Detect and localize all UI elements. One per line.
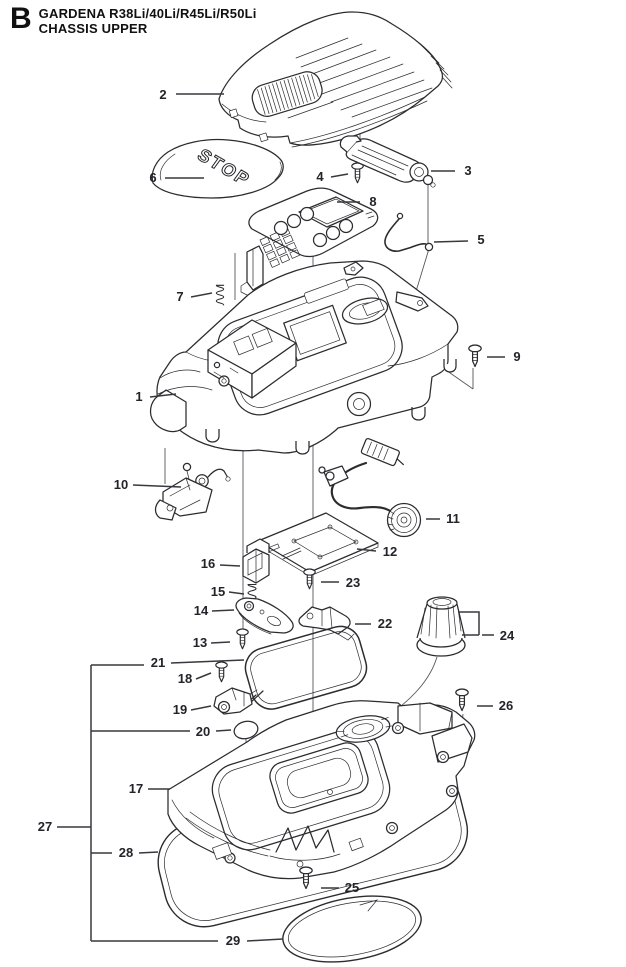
part-19-latch-bracket <box>213 687 258 715</box>
callout-11: 11 <box>426 511 460 526</box>
callout-12: 12 <box>356 544 397 559</box>
callout-28: 28 <box>119 845 159 860</box>
svg-text:27: 27 <box>38 819 52 834</box>
part-17-chassis-lower <box>167 700 476 880</box>
callout-2: 2 <box>159 87 224 102</box>
callout-7: 7 <box>176 289 213 304</box>
callout-3: 3 <box>431 163 472 178</box>
svg-text:6: 6 <box>149 170 156 185</box>
model-title: GARDENA R38Li/40Li/R45Li/R50Li <box>38 6 257 21</box>
callout-23: 23 <box>321 575 360 590</box>
svg-text:13: 13 <box>193 635 207 650</box>
svg-text:15: 15 <box>211 584 225 599</box>
svg-text:21: 21 <box>151 655 165 670</box>
part-3-latch <box>339 135 436 188</box>
part-11-stop-button-cable <box>318 438 422 538</box>
part-23-screw <box>303 568 316 590</box>
callout-22: 22 <box>355 616 392 631</box>
svg-text:16: 16 <box>201 556 215 571</box>
part-7-spring <box>215 284 225 306</box>
callout-10: 10 <box>114 477 182 492</box>
svg-text:9: 9 <box>513 349 520 364</box>
callout-15: 15 <box>211 584 245 599</box>
part-16-latch-block <box>242 538 270 584</box>
callout-16: 16 <box>201 556 241 571</box>
svg-text:10: 10 <box>114 477 128 492</box>
part-14-lever-plate <box>235 597 294 635</box>
svg-text:19: 19 <box>173 702 187 717</box>
part-24-knob <box>416 596 466 657</box>
callout-1: 1 <box>135 389 177 404</box>
svg-text:3: 3 <box>464 163 471 178</box>
page-header: B GARDENA R38Li/40Li/R45Li/R50Li CHASSIS… <box>10 2 257 37</box>
callout-20: 20 <box>196 724 232 739</box>
part-5-spring-wire <box>384 212 434 252</box>
callout-5: 5 <box>433 232 485 247</box>
callout-21: 21 <box>151 655 245 670</box>
callout-8: 8 <box>337 194 377 209</box>
part-9-screw <box>468 344 482 368</box>
callout-26: 26 <box>477 698 513 713</box>
page-title: CHASSIS UPPER <box>38 21 148 36</box>
section-letter: B <box>10 2 32 35</box>
callout-19: 19 <box>173 702 212 717</box>
svg-text:24: 24 <box>500 628 515 643</box>
svg-text:12: 12 <box>383 544 397 559</box>
callout-27: 27 <box>38 819 91 834</box>
svg-text:4: 4 <box>316 169 324 184</box>
callout-18: 18 <box>178 671 212 686</box>
svg-text:20: 20 <box>196 724 210 739</box>
part-12-circuit-board <box>257 512 379 577</box>
callout-29: 29 <box>226 933 284 948</box>
part-6-stop-cover: STOP <box>151 138 284 199</box>
svg-text:18: 18 <box>178 671 192 686</box>
part-21-gasket <box>244 625 368 710</box>
part-20-plug <box>233 720 259 740</box>
svg-text:1: 1 <box>135 389 142 404</box>
callout-14: 14 <box>194 603 235 618</box>
svg-text:26: 26 <box>499 698 513 713</box>
svg-text:17: 17 <box>129 781 143 796</box>
svg-text:14: 14 <box>194 603 209 618</box>
part-29-gasket <box>282 895 422 963</box>
svg-text:8: 8 <box>369 194 376 209</box>
part-1-chassis-upper <box>149 260 459 455</box>
part-4-screw <box>351 162 364 184</box>
header-titles: GARDENA R38Li/40Li/R45Li/R50Li CHASSIS U… <box>39 5 257 36</box>
callout-25: 25 <box>321 880 359 895</box>
part-13-screw <box>236 628 249 650</box>
svg-text:22: 22 <box>378 616 392 631</box>
callout-9: 9 <box>487 349 521 364</box>
part-2-top-cover <box>218 11 453 148</box>
svg-text:5: 5 <box>477 232 484 247</box>
svg-text:2: 2 <box>159 87 166 102</box>
callout-4: 4 <box>316 169 349 184</box>
part-8-keypad-panel <box>240 187 379 299</box>
callout-6: 6 <box>149 170 204 185</box>
part-26-screw <box>455 688 469 712</box>
part-18-screw <box>215 661 228 683</box>
svg-text:25: 25 <box>345 880 359 895</box>
group-bracket-27 <box>90 664 218 942</box>
callout-24: 24 <box>458 611 515 643</box>
svg-text:28: 28 <box>119 845 133 860</box>
part-10-hinge-bracket <box>154 462 231 521</box>
callouts: 1 2 3 4 5 6 7 <box>38 87 521 948</box>
svg-text:29: 29 <box>226 933 240 948</box>
svg-text:11: 11 <box>446 511 460 526</box>
callout-17: 17 <box>129 781 170 796</box>
svg-text:7: 7 <box>176 289 183 304</box>
callout-13: 13 <box>193 635 231 650</box>
svg-text:23: 23 <box>346 575 360 590</box>
